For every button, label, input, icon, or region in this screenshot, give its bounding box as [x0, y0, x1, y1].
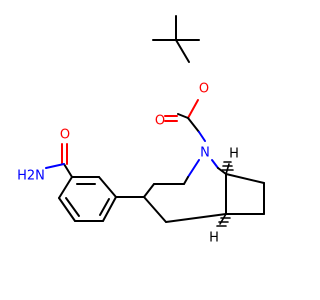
- bond-phenyl-3: [58, 176, 73, 199]
- carbonyl-oxygen-label: O: [155, 114, 165, 129]
- bond-amide-c-n: [45, 163, 65, 169]
- azabicyclooctane-ring: H H: [143, 147, 265, 246]
- lower-stereo-hash: [216, 213, 231, 227]
- bridge-nitrogen-label: N: [200, 146, 210, 161]
- molecule-structure-diagram: O O N H H: [17, 15, 265, 246]
- upper-bridgehead-hydrogen-label: H: [229, 147, 239, 162]
- upper-stereo-hash: [221, 161, 234, 175]
- bond-phenyl-4: [58, 197, 76, 222]
- ester-oxygen-label: O: [199, 82, 209, 97]
- bond-carbonyl-c-segment: [177, 113, 189, 119]
- bond-tbu-c1-to-o: [175, 39, 190, 63]
- tert-butyl-group: [152, 15, 200, 63]
- lower-bridgehead-hydrogen-label: H: [209, 231, 219, 246]
- bond-n-to-left-ring: [187, 159, 200, 178]
- amide-nitrogen-label: H2N: [17, 169, 45, 184]
- boc-carbamate-group: O O N: [155, 82, 210, 161]
- bond-phenyl-inner-2: [65, 197, 80, 217]
- bond-lower-left-to-lower-bridgehead: [165, 213, 227, 223]
- amide-oxygen-label: O: [60, 128, 70, 143]
- bond-carbonyl-to-n-colored: [198, 131, 206, 142]
- bond-substituent-to-lower-left: [143, 196, 167, 223]
- bond-left-ring-to-substituent: [143, 183, 155, 198]
- bond-phenyl-to-amide-c: [63, 163, 73, 178]
- bond-phenyl-6: [102, 196, 117, 222]
- bond-phenyl-1: [98, 176, 117, 198]
- bond-o-to-carbonyl-c: [187, 99, 199, 119]
- bond-upper-bridgehead-to-right: [225, 173, 265, 184]
- bond-n-to-left-ring-black: [183, 176, 189, 185]
- bond-n-to-upper-bridgehead-black: [217, 167, 227, 175]
- bond-phenyl-inner-3: [99, 198, 110, 216]
- bond-n-to-upper-bridgehead: [211, 159, 219, 169]
- bond-carbonyl-to-n: [187, 117, 200, 133]
- carboxamide-group: O H2N: [17, 128, 73, 184]
- phenyl-ring: [58, 176, 145, 222]
